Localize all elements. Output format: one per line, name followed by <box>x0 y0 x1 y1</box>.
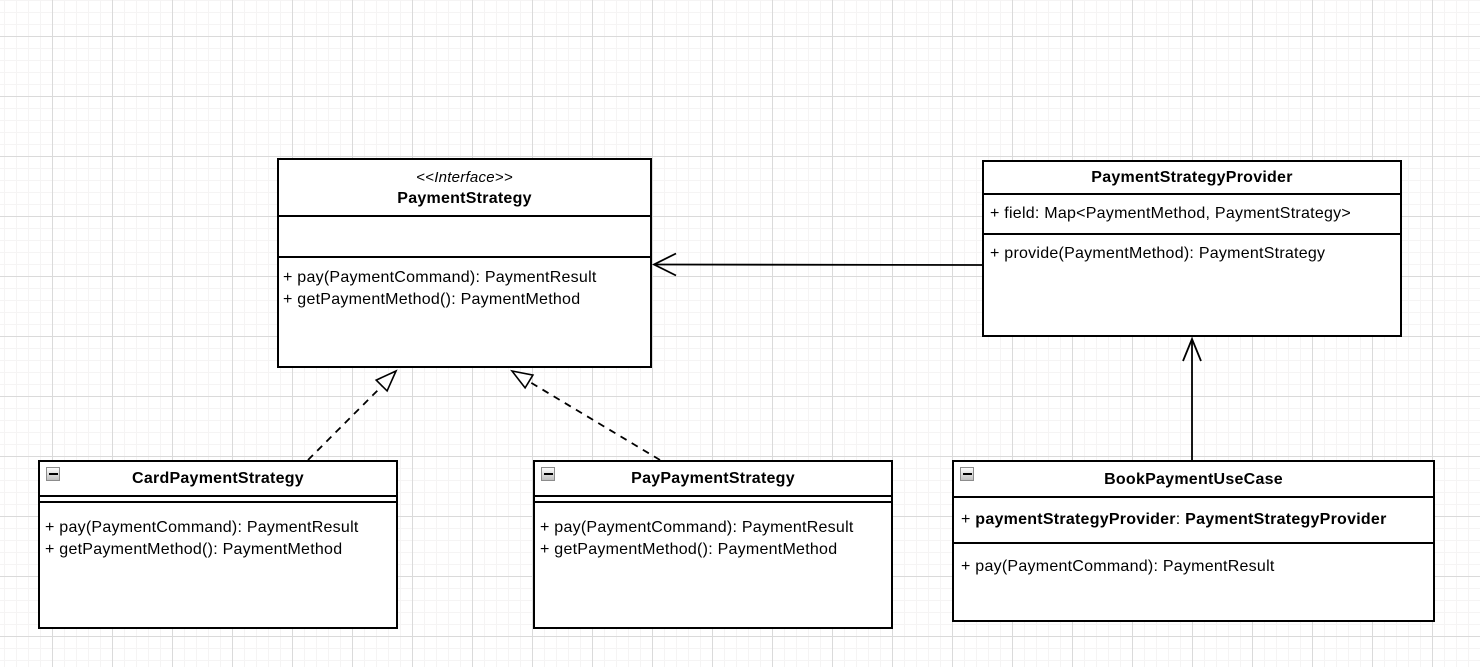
class-name: BookPaymentUseCase <box>1104 470 1283 488</box>
methods-compartment: + pay(PaymentCommand): PaymentResult + g… <box>279 258 650 366</box>
field-entry: + field: Map<PaymentMethod, PaymentStrat… <box>990 205 1351 222</box>
class-name: PayPaymentStrategy <box>631 470 795 487</box>
fields-compartment: + field: Map<PaymentMethod, PaymentStrat… <box>984 195 1400 235</box>
class-name: PaymentStrategyProvider <box>1091 169 1293 186</box>
collapse-icon[interactable] <box>541 467 555 481</box>
method-entry: + pay(PaymentCommand): PaymentResult <box>961 558 1275 575</box>
fields-compartment-empty <box>535 497 891 503</box>
class-name: CardPaymentStrategy <box>132 470 304 487</box>
class-name: PaymentStrategy <box>397 189 532 207</box>
methods-compartment: + pay(PaymentCommand): PaymentResult <box>954 544 1433 620</box>
collapse-icon[interactable] <box>960 467 974 481</box>
class-card-payment-strategy[interactable]: CardPaymentStrategy + pay(PaymentCommand… <box>38 460 398 629</box>
stereotype-label: <<Interface>> <box>416 168 513 186</box>
method-entry: + getPaymentMethod(): PaymentMethod <box>283 291 581 308</box>
method-entry: + pay(PaymentCommand): PaymentResult <box>283 269 597 286</box>
fields-compartment: + paymentStrategyProvider: PaymentStrate… <box>954 498 1433 544</box>
field-entry: + paymentStrategyProvider: PaymentStrate… <box>961 511 1387 528</box>
title-compartment: CardPaymentStrategy <box>40 462 396 497</box>
class-book-payment-use-case[interactable]: BookPaymentUseCase + paymentStrategyProv… <box>952 460 1435 622</box>
edge-pay-realizes-strategy[interactable] <box>510 369 661 461</box>
edge-card-realizes-strategy[interactable] <box>307 369 398 461</box>
method-entry: + pay(PaymentCommand): PaymentResult <box>45 519 359 536</box>
edge-book-to-provider[interactable] <box>1182 336 1202 460</box>
methods-compartment: + provide(PaymentMethod): PaymentStrateg… <box>984 235 1400 335</box>
methods-compartment: + pay(PaymentCommand): PaymentResult + g… <box>40 503 396 627</box>
method-entry: + pay(PaymentCommand): PaymentResult <box>540 519 854 536</box>
title-compartment: PayPaymentStrategy <box>535 462 891 497</box>
title-compartment: <<Interface>> PaymentStrategy <box>279 160 650 217</box>
edge-provider-to-strategy[interactable] <box>651 252 983 277</box>
class-payment-strategy[interactable]: <<Interface>> PaymentStrategy + pay(Paym… <box>277 158 652 368</box>
title-compartment: PaymentStrategyProvider <box>984 162 1400 195</box>
method-entry: + getPaymentMethod(): PaymentMethod <box>540 541 838 558</box>
class-payment-strategy-provider[interactable]: PaymentStrategyProvider + field: Map<Pay… <box>982 160 1402 337</box>
method-entry: + getPaymentMethod(): PaymentMethod <box>45 541 343 558</box>
title-compartment: BookPaymentUseCase <box>954 462 1433 498</box>
fields-compartment-empty <box>279 217 650 258</box>
collapse-icon[interactable] <box>46 467 60 481</box>
method-entry: + provide(PaymentMethod): PaymentStrateg… <box>990 245 1326 262</box>
class-pay-payment-strategy[interactable]: PayPaymentStrategy + pay(PaymentCommand)… <box>533 460 893 629</box>
methods-compartment: + pay(PaymentCommand): PaymentResult + g… <box>535 503 891 627</box>
fields-compartment-empty <box>40 497 396 503</box>
